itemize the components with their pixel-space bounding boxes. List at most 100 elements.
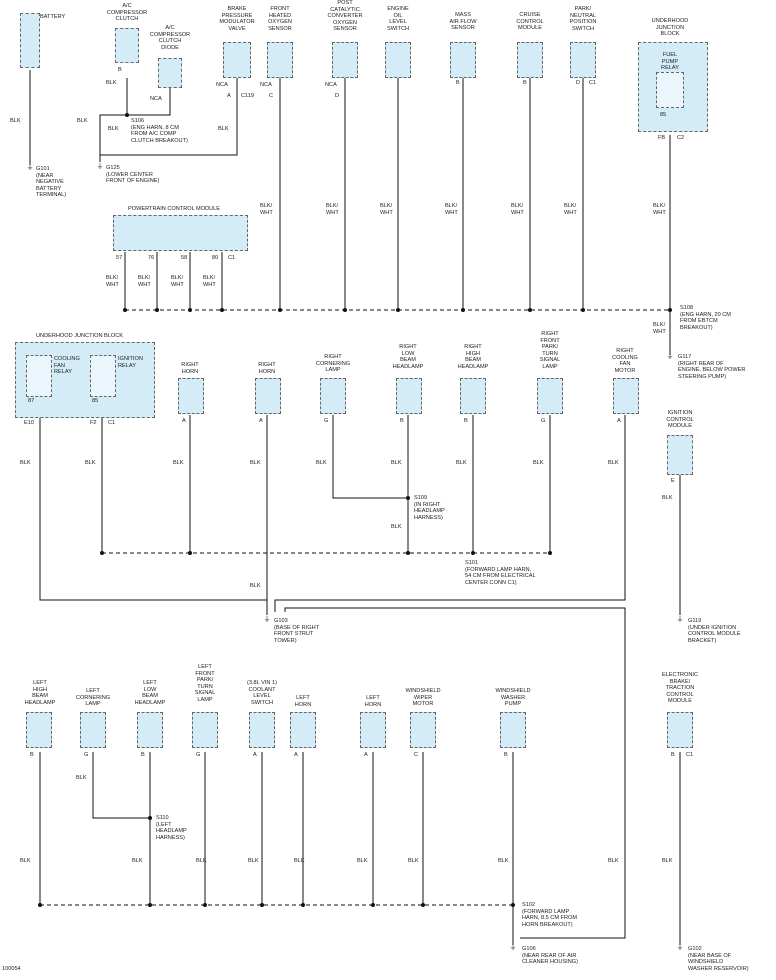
- wire-label-bw-1: BLK/ WHT: [260, 203, 273, 216]
- pin-lhigh-b: B: [30, 752, 34, 758]
- label-pcm: POWERTRAIN CONTROL MODULE: [128, 206, 220, 212]
- pin-fan-87: 87: [28, 398, 35, 404]
- splice-s102-f: [371, 903, 375, 907]
- wire-label-blk-b7: BLK: [357, 858, 368, 864]
- wire-label-bw-3: BLK/ WHT: [380, 203, 393, 216]
- splice-pcm-57: [123, 308, 127, 312]
- cooling-fan-relay-box: [26, 355, 52, 397]
- ground-g102-icon: ⏚: [676, 944, 684, 952]
- pin-ac-b: B: [118, 67, 122, 73]
- label-g102: G102 (NEAR BASE OF WINDSHIELD WASHER RES…: [688, 946, 749, 972]
- wire-right-fan: [274, 415, 626, 612]
- wire-label-blk-b2: BLK: [76, 775, 87, 781]
- pin-rlow-b: B: [400, 418, 404, 424]
- pin-washer-b: B: [504, 752, 508, 758]
- label-left-turn: LEFT FRONT PARK/ TURN SIGNAL LAMP: [194, 664, 216, 703]
- wire-label-blk-m8: BLK: [533, 460, 544, 466]
- label-park-neutral: PARK/ NEUTRAL POSITION SWITCH: [569, 6, 597, 32]
- pin-park-c1: C1: [589, 80, 597, 86]
- label-g125: G125 (LOWER CENTER FRONT OF ENGINE): [106, 165, 160, 185]
- wire-label-blk-m2: BLK: [85, 460, 96, 466]
- label-right-low-beam: RIGHT LOW BEAM HEADLAMP: [392, 344, 424, 370]
- splice-s101-d: [471, 551, 475, 555]
- splice-pcm-58: [188, 308, 192, 312]
- label-maf: MASS AIR FLOW SENSOR: [449, 12, 477, 32]
- right-high-beam-box: [460, 378, 486, 414]
- splice-s106: [125, 113, 129, 117]
- post-cat-o2-box: [332, 42, 358, 78]
- park-neutral-box: [570, 42, 596, 78]
- pin-fo2-c: C: [269, 93, 274, 99]
- label-oil-level: ENGINE OIL LEVEL SWITCH: [386, 6, 410, 32]
- pin-pco2-d: D: [335, 93, 340, 99]
- pin-ebtcm-b: B: [671, 752, 675, 758]
- wire-label-blk-m5: BLK: [316, 460, 327, 466]
- label-ignition-relay: IGNITION RELAY: [118, 356, 143, 369]
- label-left-high-beam: LEFT HIGH BEAM HEADLAMP: [24, 680, 56, 706]
- pin-pcm-c1: C1: [228, 255, 236, 261]
- right-turn-box: [537, 378, 563, 414]
- label-right-horn: RIGHT HORN: [181, 362, 199, 375]
- label-s106: S106 (ENG HARN, 8 CM FROM A/C COMP CLUTC…: [131, 118, 188, 144]
- splice-s102-g: [421, 903, 425, 907]
- ignition-relay-box: [90, 355, 116, 397]
- splice-s109: [406, 496, 410, 500]
- splice-s101-a: [100, 551, 104, 555]
- label-s109: S109 (IN RIGHT HEADLAMP HARNESS): [414, 495, 445, 521]
- wire-label-bw-6: BLK/ WHT: [564, 203, 577, 216]
- cruise-box: [517, 42, 543, 78]
- wire-label-blk-m6: BLK: [391, 460, 402, 466]
- pin-cool-a: A: [253, 752, 257, 758]
- label-g101: G101 (NEAR NEGATIVE BATTERY TERMINAL): [36, 166, 67, 199]
- pin-cruise-b: B: [523, 80, 527, 86]
- wire-label-bw-11: BLK/ WHT: [203, 275, 216, 288]
- pin-lhorn-a: A: [294, 752, 298, 758]
- battery-box: [20, 13, 40, 68]
- pin-icm-e: E: [671, 478, 675, 484]
- pin-fb: FB: [658, 135, 666, 141]
- splice-s102-e: [301, 903, 305, 907]
- wire-label-blk-m7: BLK: [456, 460, 467, 466]
- label-fuel-pump-relay: FUEL PUMP RELAY: [661, 52, 679, 72]
- ignition-control-box: [667, 435, 693, 475]
- splice-pcm-76: [155, 308, 159, 312]
- label-ac-diode: A/C COMPRESSOR CLUTCH DIODE: [149, 25, 191, 51]
- ground-g106-icon: ⏚: [509, 944, 517, 952]
- label-right-high-beam: RIGHT HIGH BEAM HEADLAMP: [457, 344, 489, 370]
- splice-pcm-80: [220, 308, 224, 312]
- wire-label-bw-2: BLK/ WHT: [326, 203, 339, 216]
- wire-label-blk-m3: BLK: [173, 460, 184, 466]
- pin-park-d: D: [576, 80, 581, 86]
- wire-label-blk-3: BLK: [106, 80, 117, 86]
- right-horn2-box: [255, 378, 281, 414]
- label-washer-pump: WINDSHIELD WASHER PUMP: [495, 688, 531, 708]
- wire-label-bw-12: BLK/ WHT: [653, 322, 666, 335]
- wire-label-bw-4: BLK/ WHT: [445, 203, 458, 216]
- pin-llow-b: B: [141, 752, 145, 758]
- label-right-cornering: RIGHT CORNERING LAMP: [315, 354, 351, 374]
- wiper-motor-box: [410, 712, 436, 748]
- splice-s102-b: [148, 903, 152, 907]
- pin-rhorn-a: A: [182, 418, 186, 424]
- label-brake-valve: BRAKE PRESSURE MODULATOR VALVE: [219, 6, 255, 32]
- wire-label-blk-b8: BLK: [408, 858, 419, 864]
- label-post-cat-o2: POST CATALYTIC CONVERTER OXYGEN SENSOR: [327, 0, 363, 33]
- pin-c2: C2: [677, 135, 685, 141]
- right-cornering-box: [320, 378, 346, 414]
- splice-maf: [461, 308, 465, 312]
- pin-rhigh-b: B: [464, 418, 468, 424]
- pin-brake-a: A: [227, 93, 231, 99]
- front-o2-box: [267, 42, 293, 78]
- left-horn-box: [290, 712, 316, 748]
- pin-maf-b: B: [456, 80, 460, 86]
- label-left-horn: LEFT HORN: [294, 695, 312, 708]
- ground-g119-icon: ⏚: [676, 616, 684, 624]
- label-left-cornering: LEFT CORNERING LAMP: [75, 688, 111, 708]
- pin-lcorn-g: G: [84, 752, 89, 758]
- pin-rfan-a: A: [617, 418, 621, 424]
- pin-diode-nca: NCA: [150, 96, 162, 102]
- wire-left-cornering: [92, 752, 150, 819]
- label-front-o2: FRONT HEATED OXYGEN SENSOR: [268, 6, 292, 32]
- wire-label-bw-9: BLK/ WHT: [138, 275, 151, 288]
